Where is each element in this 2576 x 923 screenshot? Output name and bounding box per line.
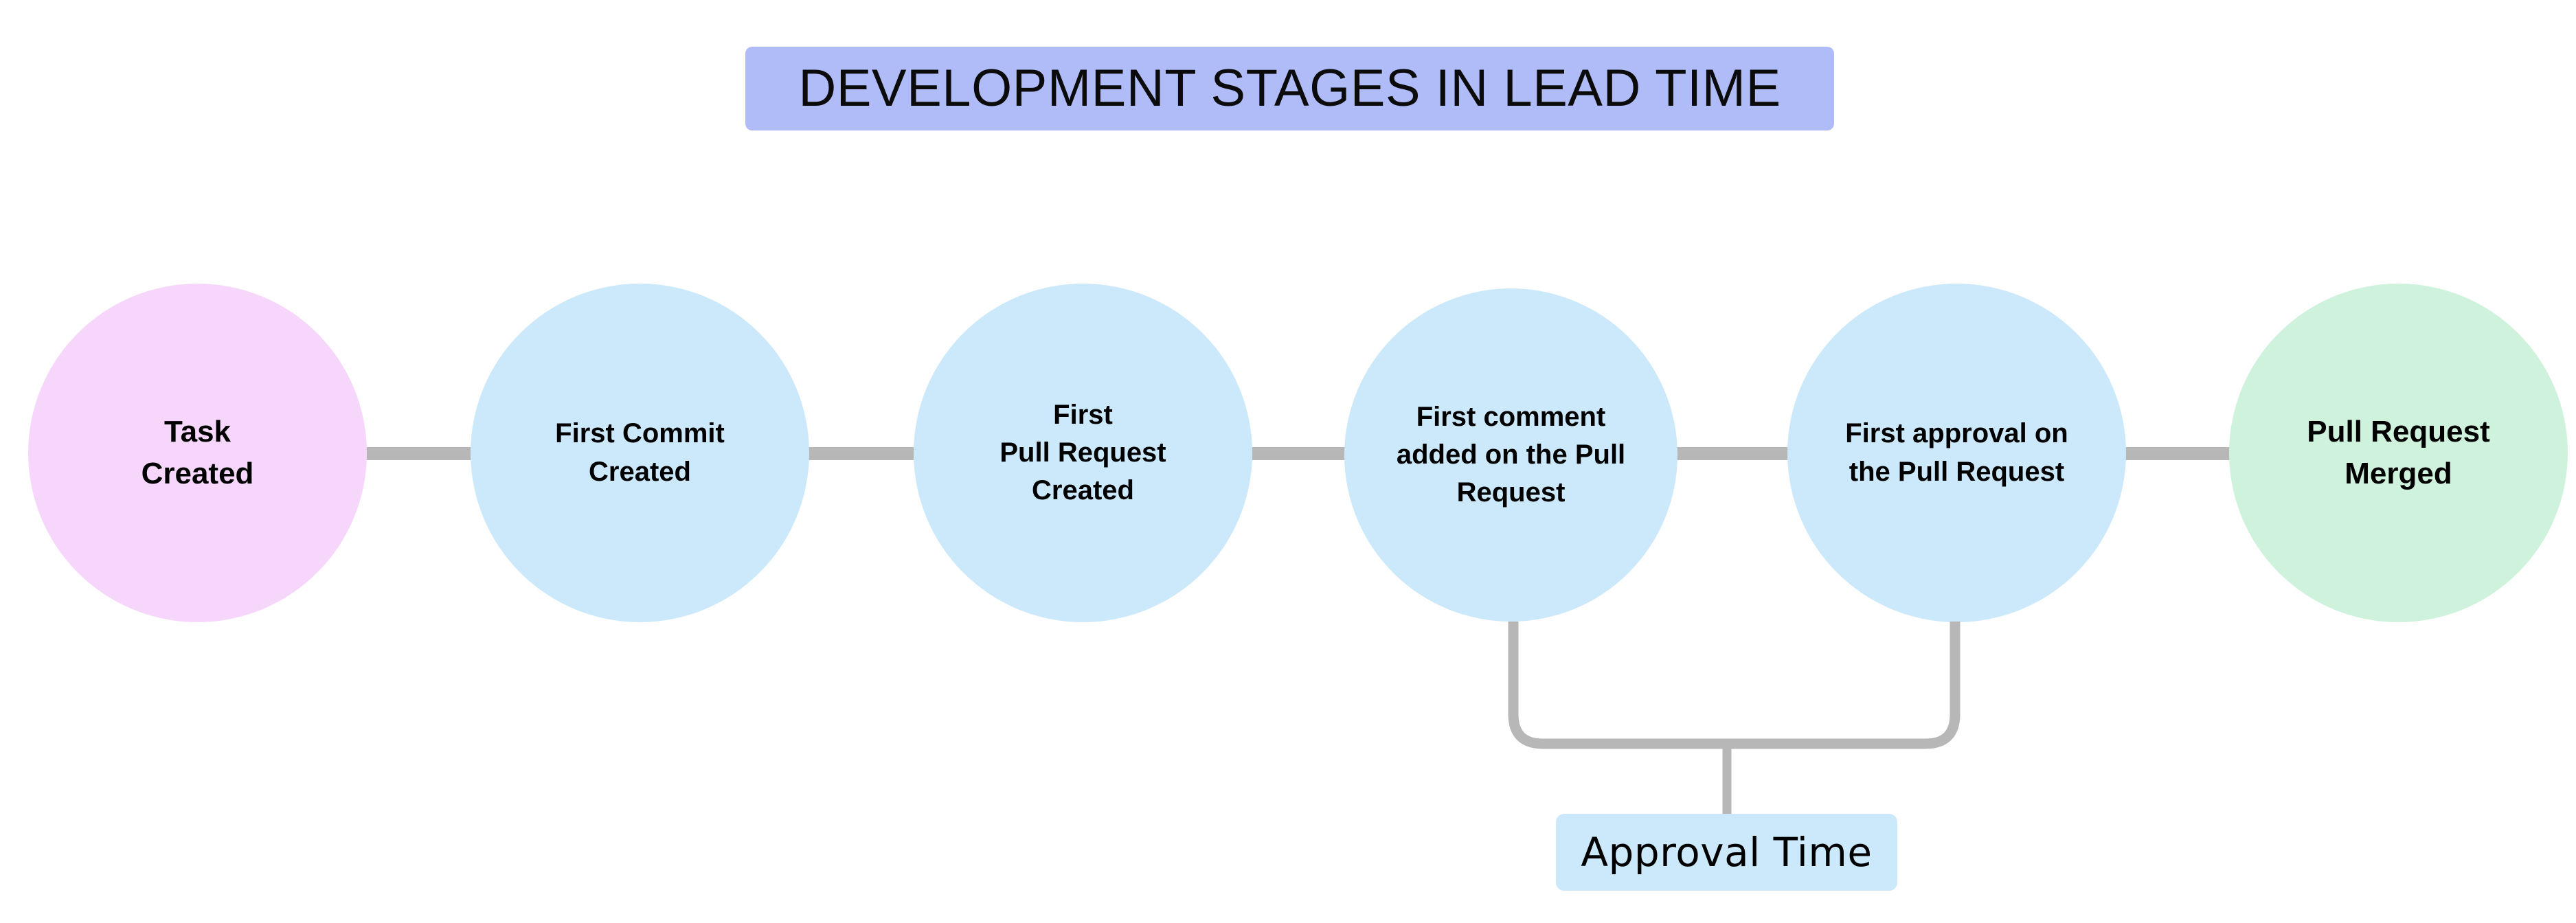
stage-node-first-pull-request-created[interactable]: First Pull Request Created xyxy=(914,284,1252,622)
page-title: DEVELOPMENT STAGES IN LEAD TIME xyxy=(798,59,1781,117)
connector-first-pr-to-first-comment xyxy=(1243,447,1353,460)
connector-task-to-first-commit xyxy=(357,447,481,460)
approval-time-label: Approval Time xyxy=(1581,829,1873,876)
stage-label-first-commit-created: First Commit Created xyxy=(555,418,725,487)
stage-label-first-pull-request-created: First Pull Request Created xyxy=(999,399,1166,506)
stage-label-pull-request-merged: Pull Request Merged xyxy=(2307,414,2490,490)
stage-node-task-created[interactable]: Task Created xyxy=(28,284,367,622)
stage-node-first-comment-on-pull-request[interactable]: First comment added on the Pull Request xyxy=(1344,288,1677,622)
stage-node-first-commit-created[interactable]: First Commit Created xyxy=(471,284,809,622)
connector-first-approval-to-merged xyxy=(2116,447,2239,460)
connector-first-comment-to-first-approval xyxy=(1669,447,1796,460)
diagram-title-banner: DEVELOPMENT STAGES IN LEAD TIME xyxy=(745,47,1834,130)
connector-first-commit-to-first-pr xyxy=(800,447,924,460)
stage-node-pull-request-merged[interactable]: Pull Request Merged xyxy=(2229,284,2568,622)
stage-label-first-approval-on-pull-request: First approval on the Pull Request xyxy=(1845,418,2068,487)
stage-label-first-comment-on-pull-request: First comment added on the Pull Request xyxy=(1396,401,1626,508)
stage-node-first-approval-on-pull-request[interactable]: First approval on the Pull Request xyxy=(1787,284,2126,622)
approval-time-callout[interactable]: Approval Time xyxy=(1556,814,1897,891)
stage-label-task-created: Task Created xyxy=(141,414,254,490)
